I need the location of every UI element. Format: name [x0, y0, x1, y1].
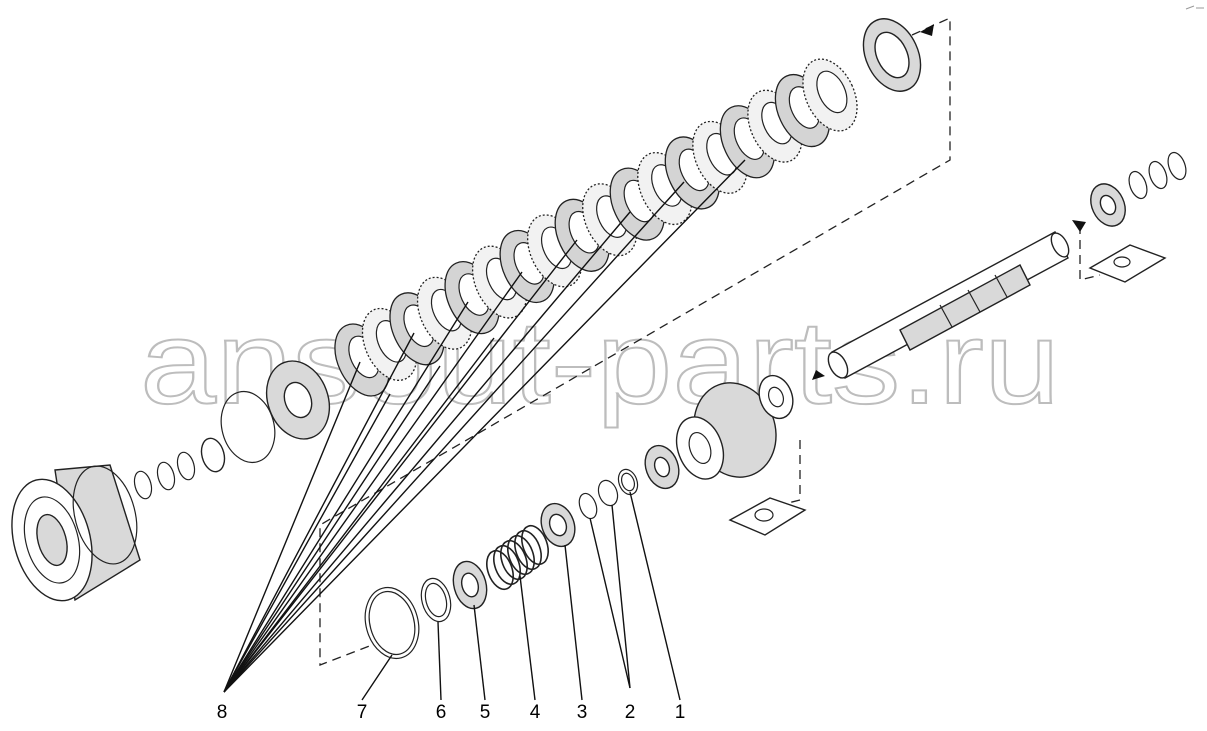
shaft: [827, 231, 1070, 379]
part-5-washer: [452, 560, 488, 610]
clutch-drum: [11, 464, 141, 602]
callout-2: 2: [625, 702, 636, 723]
steel-plate: [802, 58, 858, 132]
callout-6: 6: [436, 702, 447, 723]
callout-4: 4: [530, 702, 541, 723]
right-bearing: [1090, 151, 1187, 227]
piston-plate: [265, 360, 331, 440]
part-1-ring: [617, 468, 639, 496]
callout-3: 3: [577, 702, 588, 723]
leader-lines: [223, 159, 746, 701]
arrow-icon: [812, 24, 1086, 380]
clutch-disc-stack: [334, 58, 858, 397]
callout-1: 1: [675, 702, 686, 723]
part-3-bearing: [540, 502, 576, 548]
drum-rings: [133, 390, 276, 500]
fitting-box-upper: [1088, 244, 1167, 283]
callout-8: 8: [217, 702, 228, 723]
fitting-box-lower: [728, 497, 807, 536]
callout-7: 7: [357, 702, 368, 723]
part-7-ring: [364, 586, 420, 660]
end-plate: [862, 18, 922, 92]
gear-assembly: [644, 374, 794, 490]
corner-logo-icon: [1185, 5, 1204, 10]
part-4-spring: [486, 524, 549, 591]
reference-dashed-lines: [319, 16, 1101, 666]
part-2-snap-rings: [578, 479, 619, 520]
callout-5: 5: [480, 702, 491, 723]
part-6-ring: [420, 577, 452, 623]
